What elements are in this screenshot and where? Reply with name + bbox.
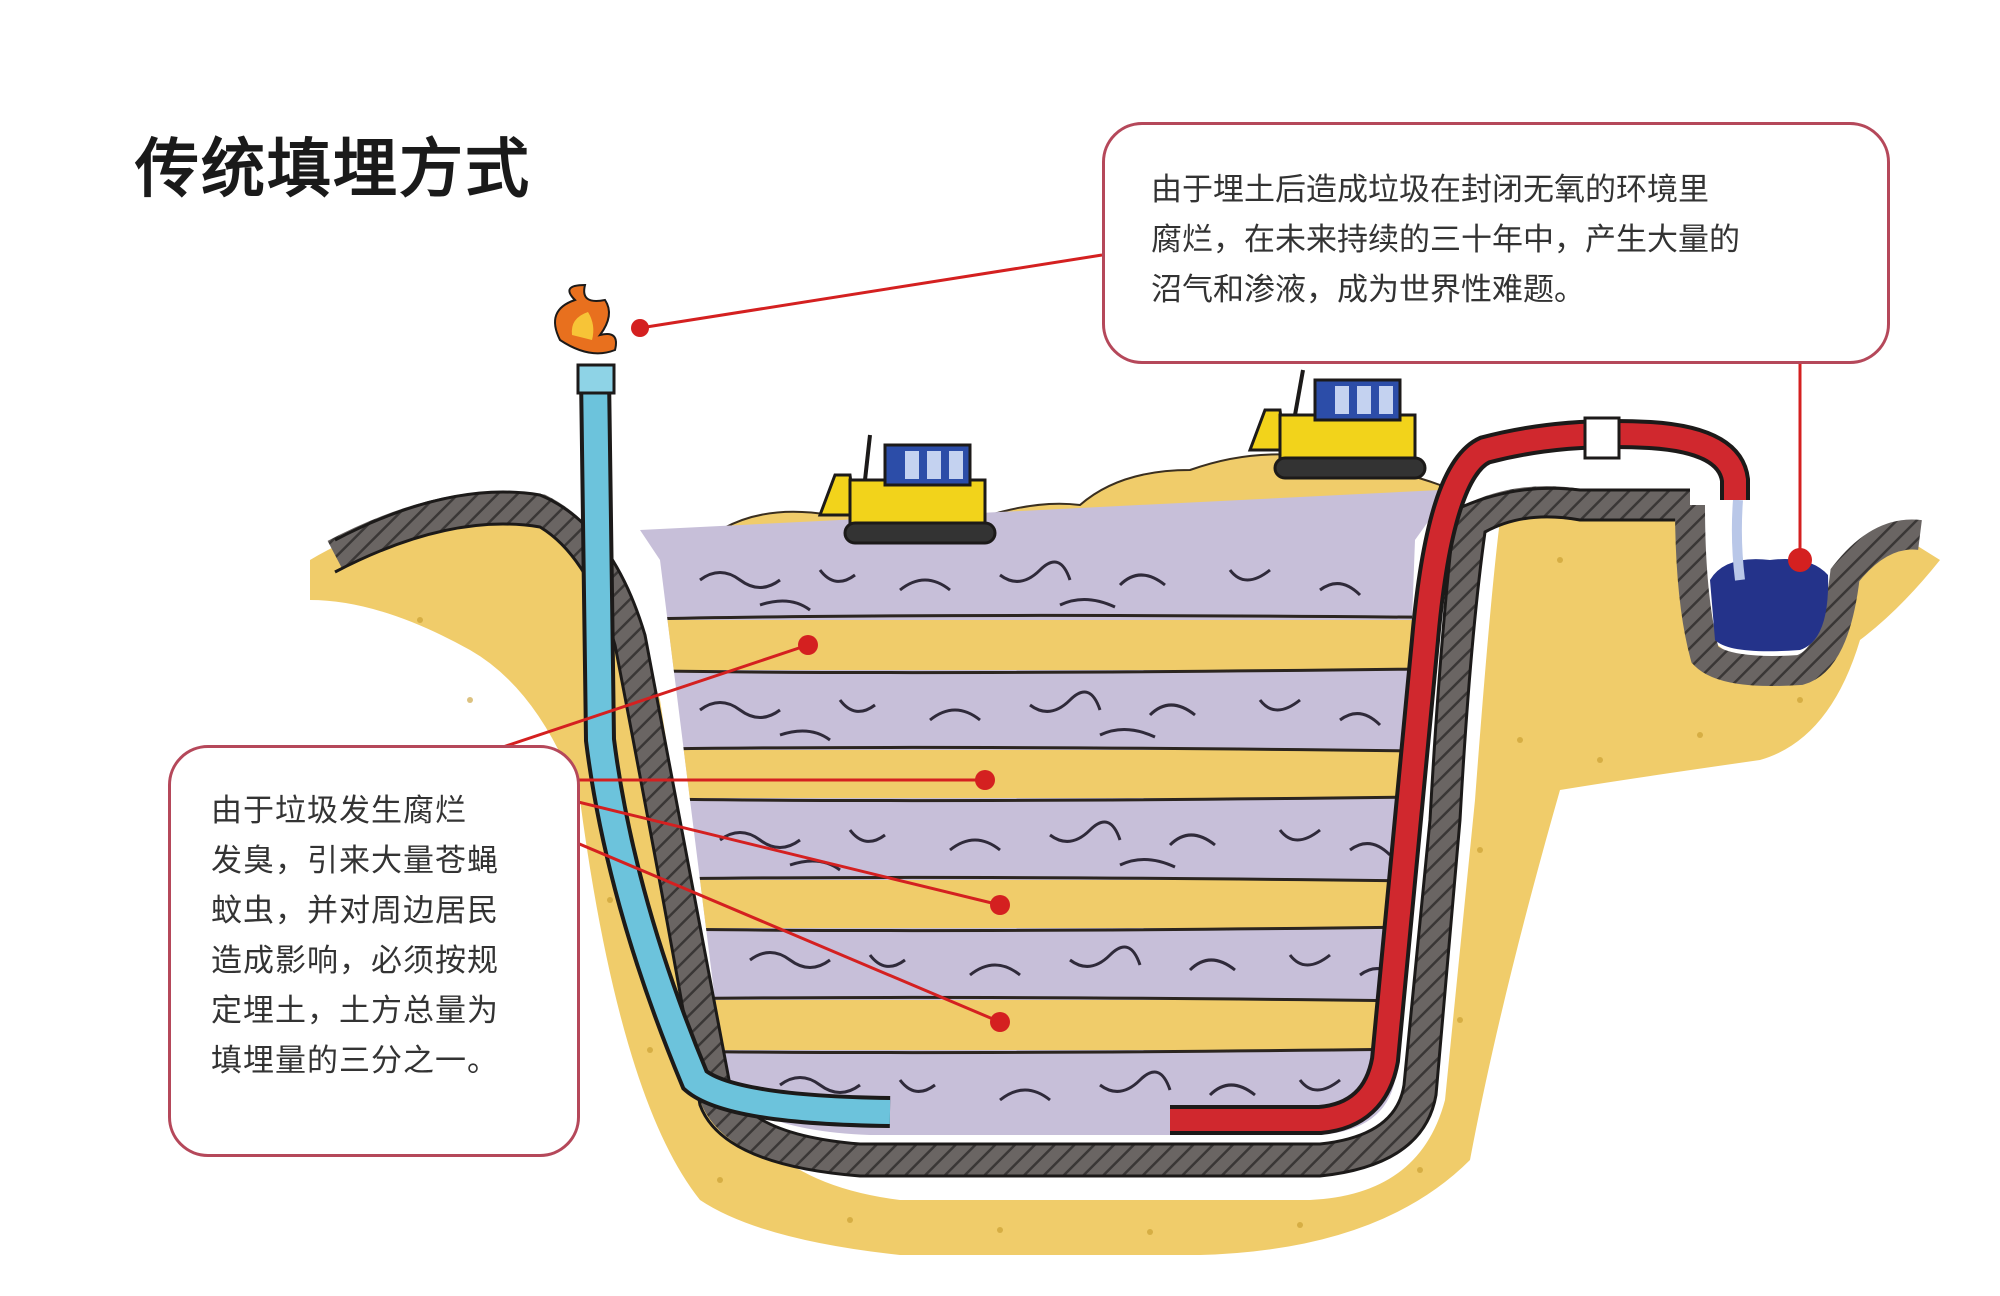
soil-layer-1	[640, 620, 1440, 670]
callout-line: 由于垃圾发生腐烂	[211, 793, 467, 829]
leachate-pond-liner	[1675, 504, 1922, 686]
callout-line: 发臭，引来大量苍蝇	[211, 843, 499, 879]
callout-biogas-leachate: 由于埋土后造成垃圾在封闭无氧的环境里 腐烂，在未来持续的三十年中，产生大量的 沼…	[1102, 122, 1890, 364]
callout-line: 填埋量的三分之一。	[211, 1043, 499, 1079]
soil-layer-3	[640, 880, 1440, 928]
leachate-pond	[1710, 559, 1829, 652]
callout-line: 蚊虫，并对周边居民	[211, 893, 499, 929]
soil-layer-4	[640, 1000, 1440, 1050]
leachate-stream	[1731, 499, 1745, 581]
flame-icon	[554, 283, 617, 355]
callout-markers	[631, 319, 1812, 1032]
soil-layer-2	[640, 750, 1440, 798]
landfill-layers	[640, 490, 1440, 1135]
callout-line: 定埋土，土方总量为	[211, 993, 499, 1029]
leachate-pipe-joint	[1583, 416, 1621, 460]
callout-leaders	[499, 253, 1802, 1024]
callout-line: 腐烂，在未来持续的三十年中，产生大量的	[1151, 222, 1740, 258]
bulldozer-icon	[817, 434, 997, 545]
pit-liner	[327, 486, 1690, 1176]
bulldozer-icon	[1247, 369, 1427, 480]
callout-line: 由于埋土后造成垃圾在封闭无氧的环境里	[1151, 172, 1709, 208]
garbage-texture	[699, 560, 1402, 1102]
diagram-title: 传统填埋方式	[135, 133, 531, 207]
callout-line: 沼气和渗液，成为世界性难题。	[1151, 272, 1585, 308]
gas-vent-cap	[576, 363, 616, 395]
callout-line: 造成影响，必须按规	[211, 943, 499, 979]
callout-odor-soil-cover: 由于垃圾发生腐烂 发臭，引来大量苍蝇 蚊虫，并对周边居民 造成影响，必须按规 定…	[168, 745, 580, 1157]
